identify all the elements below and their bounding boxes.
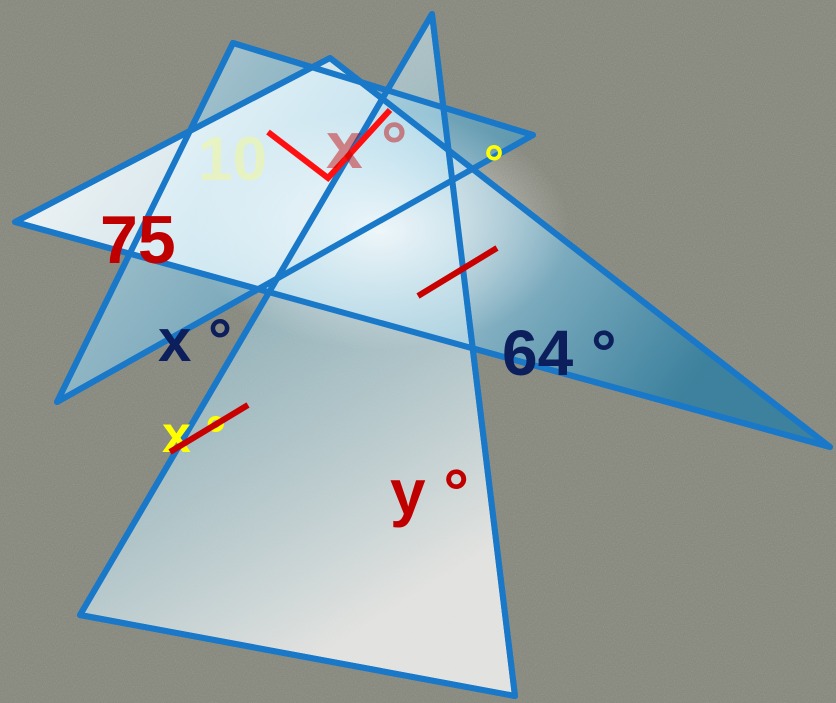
congruence-tick-left: [168, 402, 250, 455]
triangle-tall-edge: [77, 11, 518, 699]
angle-label-yellow-top: °: [484, 135, 504, 191]
congruence-tick-right: [416, 245, 499, 299]
triangle-back-edge: [54, 40, 536, 405]
angle-label-y: y °: [390, 456, 469, 528]
right-angle-mark: [266, 107, 393, 183]
angle-label-75: 75: [100, 202, 176, 278]
angle-label-x-top: x °: [326, 108, 407, 182]
angle-label-x-left: x °: [158, 307, 232, 374]
angle-label-64: 64 °: [502, 317, 617, 389]
angle-label-hidden-top: 10: [198, 125, 267, 194]
triangle-large-edge: [12, 55, 833, 450]
